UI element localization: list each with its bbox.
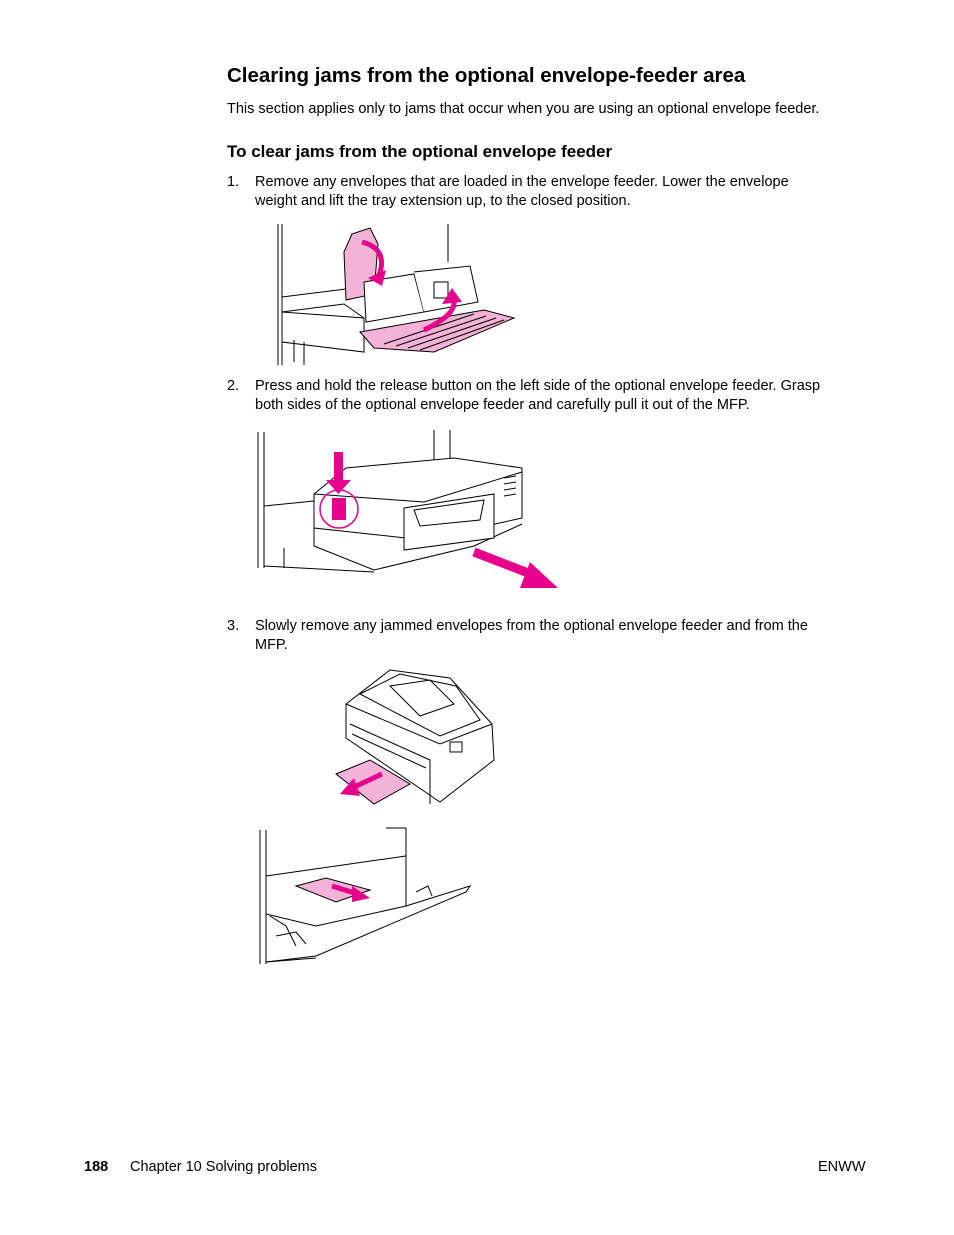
- step-number: 2.: [227, 378, 240, 394]
- step-line: both sides of the optional envelope feed…: [255, 397, 750, 413]
- step-line: Press and hold the release button on the…: [255, 378, 821, 394]
- step-line: Remove any envelopes that are loaded in …: [255, 174, 789, 190]
- step-number: 3.: [227, 618, 240, 634]
- procedure-title: To clear jams from the optional envelope…: [227, 142, 613, 161]
- step-line: MFP.: [255, 637, 288, 653]
- figure-remove-envelope-from-mfp: [259, 827, 472, 964]
- section-title: Clearing jams from the optional envelope…: [227, 64, 746, 87]
- page-number: 188: [84, 1159, 109, 1175]
- step-line: weight and lift the tray extension up, t…: [255, 193, 631, 209]
- step-number: 1.: [227, 174, 240, 190]
- footer-doc-code: ENWW: [818, 1159, 866, 1175]
- section-intro: This section applies only to jams that o…: [227, 101, 820, 117]
- footer-chapter: Chapter 10 Solving problems: [130, 1159, 317, 1175]
- step-text: Remove any envelopes that are loaded in …: [255, 173, 877, 211]
- step-text: Slowly remove any jammed envelopes from …: [255, 617, 877, 655]
- figure-pull-out-envelope-feeder: [257, 430, 558, 588]
- figure-remove-envelope-from-feeder: [335, 669, 495, 805]
- step-text: Press and hold the release button on the…: [255, 377, 877, 415]
- step-line: Slowly remove any jammed envelopes from …: [255, 618, 808, 634]
- figure-lower-envelope-weight: [277, 224, 516, 365]
